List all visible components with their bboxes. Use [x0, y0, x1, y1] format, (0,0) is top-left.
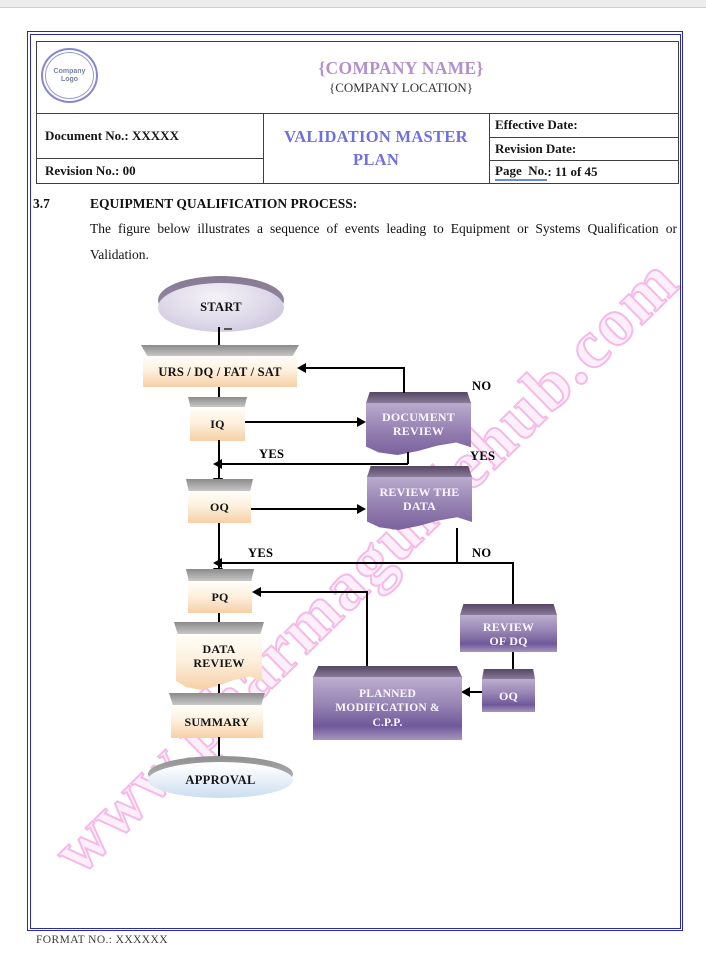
table-line — [37, 113, 678, 114]
flow-node-iq: IQ — [188, 397, 247, 441]
page-top-edge — [0, 0, 706, 8]
section-body-line1: The figure below illustrates a sequence … — [90, 221, 677, 236]
revision-date: Revision Date: — [495, 140, 577, 156]
iq-bevel — [188, 397, 247, 407]
review-the-data-bevel — [367, 466, 472, 477]
pq-bevel — [186, 569, 254, 581]
oq-purple-bevel — [482, 669, 535, 679]
document-review-bevel — [366, 392, 471, 403]
label-yes-data: YES — [248, 546, 274, 560]
start-label: START — [200, 300, 242, 314]
connector-document-review-up — [403, 368, 405, 393]
document-title-text: VALIDATION MASTER PLAN — [284, 127, 468, 169]
table-line — [489, 137, 678, 138]
label-yes-right: YES — [470, 449, 496, 463]
connector-yes-to-mainline — [218, 463, 408, 465]
data-review-bevel — [174, 622, 264, 634]
approval-oval-face: APPROVAL — [148, 762, 293, 798]
page-number: Page No.: 11 of 45 — [489, 160, 678, 183]
company-logo-text: Company Logo — [45, 52, 94, 99]
connector-pq-data-review — [218, 613, 220, 624]
iq-label: IQ — [190, 407, 245, 441]
table-line — [263, 113, 264, 183]
flow-node-urs-dq-fat-sat: URS / DQ / FAT / SAT — [141, 345, 299, 387]
section-heading: EQUIPMENT QUALIFICATION PROCESS: — [90, 196, 358, 211]
summary-bevel — [169, 693, 265, 705]
connector-oq-review-the-data — [251, 508, 357, 510]
connector-oq-pq — [218, 523, 220, 570]
flow-node-summary: SUMMARY — [169, 693, 265, 738]
approval-label: APPROVAL — [185, 772, 256, 787]
connector-planned-to-pq — [258, 591, 368, 593]
revision-number: Revision No.: 00 — [45, 162, 136, 178]
flow-node-start: START — [158, 276, 284, 332]
connector-iq-document-review — [245, 421, 357, 423]
footer-format-no: FORMAT NO.: XXXXXX — [36, 934, 168, 946]
connector-no-down — [512, 562, 514, 605]
flow-node-oq-purple: OQ — [482, 669, 535, 712]
oq-bevel — [186, 479, 253, 491]
planned-modification-bevel — [313, 666, 462, 677]
connector-summary-approval — [218, 737, 220, 758]
company-logo: Company Logo — [41, 48, 98, 103]
arrowhead-yes-mainline — [213, 459, 222, 469]
label-no-data: NO — [472, 546, 492, 560]
connector-split-row — [218, 562, 514, 564]
page-number-value: : 11 of 45 — [547, 163, 598, 179]
connector-planned-up — [366, 592, 368, 667]
connector-review-of-dq-oq — [512, 652, 514, 670]
arrowhead-into-pq-right — [252, 587, 261, 597]
document-number: Document No.: XXXXX — [45, 127, 179, 143]
document-title: VALIDATION MASTER PLAN — [263, 113, 489, 183]
urs-label: URS / DQ / FAT / SAT — [143, 356, 297, 387]
table-line — [37, 158, 263, 159]
effective-date: Effective Date: — [495, 117, 578, 132]
connector-oq-planned — [469, 691, 482, 693]
start-dash-mark — [224, 328, 232, 330]
connector-iq-oq — [218, 440, 220, 480]
connector-data-review-summary — [218, 684, 220, 695]
company-name: {COMPANY NAME} — [318, 58, 484, 78]
header-table: Company Logo {COMPANY NAME} {COMPANY LOC… — [36, 41, 679, 184]
pq-label: PQ — [188, 581, 252, 613]
arrowhead-yes-into-mainline2 — [213, 558, 222, 568]
connector-no-to-urs — [305, 367, 405, 369]
arrowhead-into-document-review — [357, 417, 366, 427]
connector-start-urs — [218, 327, 220, 346]
start-oval-face: START — [158, 283, 284, 332]
section-number: 3.7 — [33, 196, 50, 211]
label-yes-left: YES — [259, 447, 285, 461]
table-line — [489, 160, 678, 161]
section-body-line2: Validation. — [90, 247, 149, 262]
flow-node-pq: PQ — [186, 569, 254, 613]
oq-label: OQ — [188, 491, 251, 523]
summary-label: SUMMARY — [171, 705, 263, 738]
flow-node-oq: OQ — [186, 479, 253, 523]
connector-document-review-down — [407, 452, 409, 464]
arrowhead-into-review-the-data — [357, 504, 366, 514]
urs-bevel — [141, 345, 299, 356]
label-no-top: NO — [472, 379, 492, 393]
oq-purple-label: OQ — [482, 679, 535, 712]
arrowhead-into-urs-right — [297, 363, 306, 373]
table-line — [489, 113, 490, 183]
connector-review-the-data-down — [456, 528, 458, 564]
arrowhead-into-planned — [461, 687, 470, 697]
connector-urs-iq — [218, 387, 220, 399]
review-of-dq-bevel — [460, 604, 557, 615]
page-number-link[interactable]: Page No. — [495, 163, 548, 181]
company-location: {COMPANY LOCATION} — [328, 80, 474, 95]
flow-node-approval: APPROVAL — [148, 756, 293, 798]
